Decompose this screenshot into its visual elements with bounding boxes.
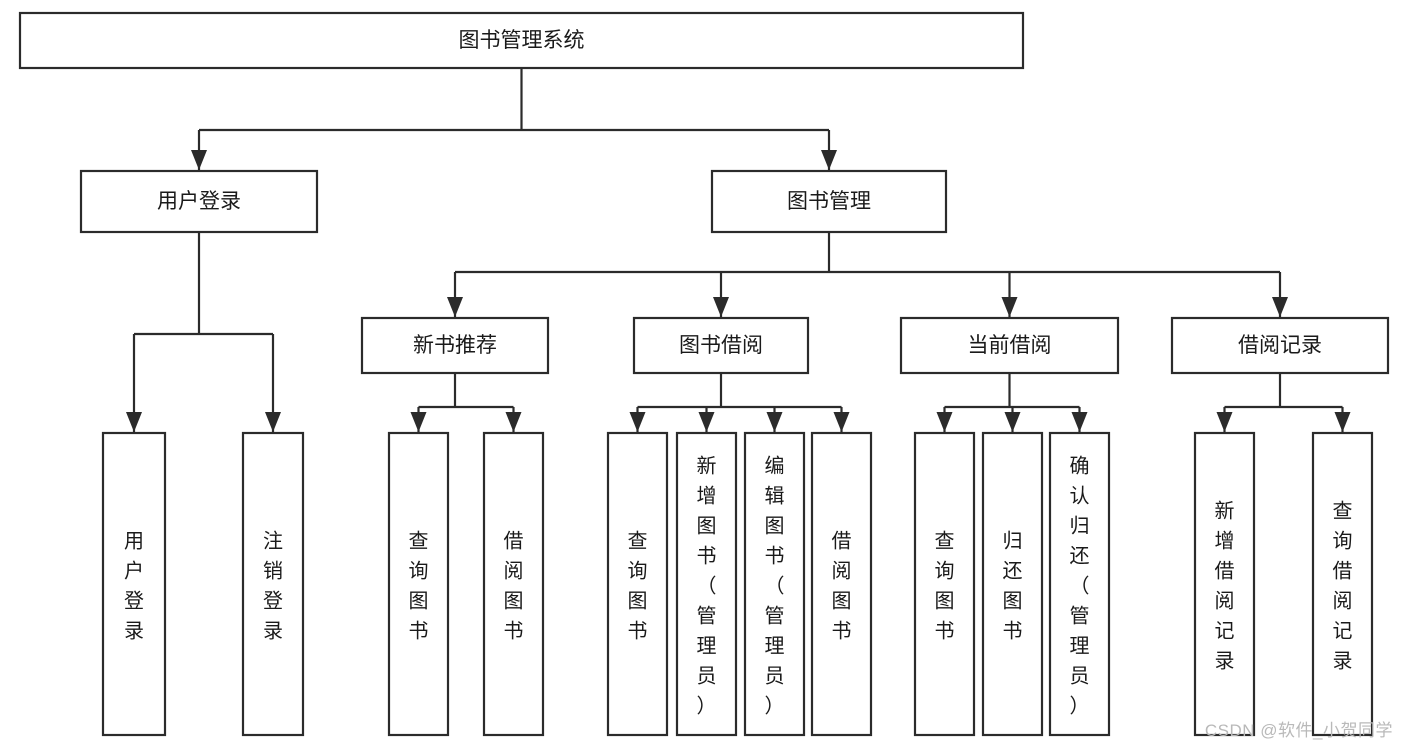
node-box-leaf-query-book-current[interactable] <box>913 431 976 737</box>
node-label-user-login: 用户登录 <box>157 190 241 213</box>
node-label-leaf-return-book: 归还图书 <box>1003 529 1023 642</box>
node-box-new-book-recommend[interactable] <box>360 316 550 375</box>
arrow-head-icon <box>1001 297 1018 317</box>
arrow-head-icon <box>447 297 463 317</box>
node-box-leaf-edit-book-admin[interactable] <box>743 431 806 737</box>
arrow-head-icon <box>126 412 142 432</box>
arrow-head-icon <box>1216 412 1233 432</box>
node-leaf-confirm-return-admin[interactable]: 确认归还（管理员） <box>1048 431 1111 737</box>
node-box-book-manage[interactable] <box>710 169 948 234</box>
node-label-leaf-borrow-book: 借阅图书 <box>832 529 852 642</box>
node-box-leaf-borrow-book-rec[interactable] <box>482 431 545 737</box>
arrow-head-icon <box>191 150 207 170</box>
node-book-manage[interactable]: 图书管理 <box>710 169 948 234</box>
node-box-user-login[interactable] <box>79 169 319 234</box>
arrow-head-icon <box>1071 412 1088 432</box>
node-leaf-borrow-book[interactable]: 借阅图书 <box>810 431 873 737</box>
node-leaf-query-book-borrow[interactable]: 查询图书 <box>606 431 669 737</box>
arrow-head-icon <box>1334 412 1351 432</box>
node-undefined[interactable]: 图书管理系统 <box>18 11 1025 70</box>
arrow-head-icon <box>766 412 783 432</box>
connector-layer <box>126 68 1351 432</box>
node-label-book-borrow: 图书借阅 <box>679 334 763 357</box>
node-book-borrow[interactable]: 图书借阅 <box>632 316 810 375</box>
node-label-root: 图书管理系统 <box>459 29 585 52</box>
arrow-head-icon <box>1272 297 1288 317</box>
node-label-leaf-query-borrow-record: 查询借阅记录 <box>1333 499 1353 672</box>
node-label-leaf-edit-book-admin: 编辑图书（管理员） <box>765 454 785 717</box>
node-leaf-edit-book-admin[interactable]: 编辑图书（管理员） <box>743 431 806 737</box>
arrow-head-icon <box>505 412 522 432</box>
node-label-leaf-query-book-rec: 查询图书 <box>409 529 429 642</box>
arrow-head-icon <box>1004 412 1021 432</box>
node-label-leaf-add-book-admin: 新增图书（管理员） <box>697 454 717 717</box>
node-box-leaf-query-book-rec[interactable] <box>387 431 450 737</box>
node-box-leaf-add-borrow-record[interactable] <box>1193 431 1256 737</box>
arrow-head-icon <box>410 412 427 432</box>
arrow-head-icon <box>833 412 850 432</box>
arrow-head-icon <box>821 150 837 170</box>
node-label-leaf-confirm-return-admin: 确认归还（管理员） <box>1070 454 1090 717</box>
watermark-text: CSDN @软件_小贺同学 <box>1204 721 1393 740</box>
node-box-leaf-return-book[interactable] <box>981 431 1044 737</box>
node-leaf-add-borrow-record[interactable]: 新增借阅记录 <box>1193 431 1256 737</box>
arrow-head-icon <box>936 412 953 432</box>
arrow-head-icon <box>629 412 646 432</box>
node-leaf-user-login[interactable]: 用户登录 <box>101 431 167 737</box>
node-leaf-return-book[interactable]: 归还图书 <box>981 431 1044 737</box>
node-box-leaf-borrow-book[interactable] <box>810 431 873 737</box>
node-leaf-borrow-book-rec[interactable]: 借阅图书 <box>482 431 545 737</box>
node-label-leaf-query-book-current: 查询图书 <box>935 529 955 642</box>
node-label-leaf-user-logout: 注销登录 <box>263 529 283 642</box>
node-layer: 图书管理系统用户登录图书管理新书推荐图书借阅当前借阅借阅记录用户登录注销登录查询… <box>18 11 1390 737</box>
node-leaf-query-book-rec[interactable]: 查询图书 <box>387 431 450 737</box>
node-user-login[interactable]: 用户登录 <box>79 169 319 234</box>
node-label-borrow-record: 借阅记录 <box>1238 334 1322 357</box>
node-box-leaf-query-book-borrow[interactable] <box>606 431 669 737</box>
node-box-leaf-query-borrow-record[interactable] <box>1311 431 1374 737</box>
node-leaf-add-book-admin[interactable]: 新增图书（管理员） <box>675 431 738 737</box>
node-borrow-record[interactable]: 借阅记录 <box>1170 316 1390 375</box>
node-box-root[interactable] <box>18 11 1025 70</box>
node-box-leaf-user-login[interactable] <box>101 431 167 737</box>
node-new-book-recommend[interactable]: 新书推荐 <box>360 316 550 375</box>
node-label-leaf-borrow-book-rec: 借阅图书 <box>504 529 524 642</box>
node-current-borrow[interactable]: 当前借阅 <box>899 316 1120 375</box>
node-box-current-borrow[interactable] <box>899 316 1120 375</box>
node-label-leaf-user-login: 用户登录 <box>124 530 144 642</box>
node-leaf-query-borrow-record[interactable]: 查询借阅记录 <box>1311 431 1374 737</box>
node-label-leaf-query-book-borrow: 查询图书 <box>628 529 648 642</box>
node-box-borrow-record[interactable] <box>1170 316 1390 375</box>
node-leaf-user-logout[interactable]: 注销登录 <box>241 431 305 737</box>
node-label-book-manage: 图书管理 <box>787 190 871 213</box>
node-label-new-book-recommend: 新书推荐 <box>413 334 497 357</box>
node-box-leaf-confirm-return-admin[interactable] <box>1048 431 1111 737</box>
node-leaf-query-book-current[interactable]: 查询图书 <box>913 431 976 737</box>
arrow-head-icon <box>713 297 729 317</box>
node-label-leaf-add-borrow-record: 新增借阅记录 <box>1215 499 1235 672</box>
node-label-current-borrow: 当前借阅 <box>968 334 1052 357</box>
arrow-head-icon <box>265 412 281 432</box>
node-box-leaf-add-book-admin[interactable] <box>675 431 738 737</box>
node-box-leaf-user-logout[interactable] <box>241 431 305 737</box>
node-box-book-borrow[interactable] <box>632 316 810 375</box>
arrow-head-icon <box>698 412 715 432</box>
